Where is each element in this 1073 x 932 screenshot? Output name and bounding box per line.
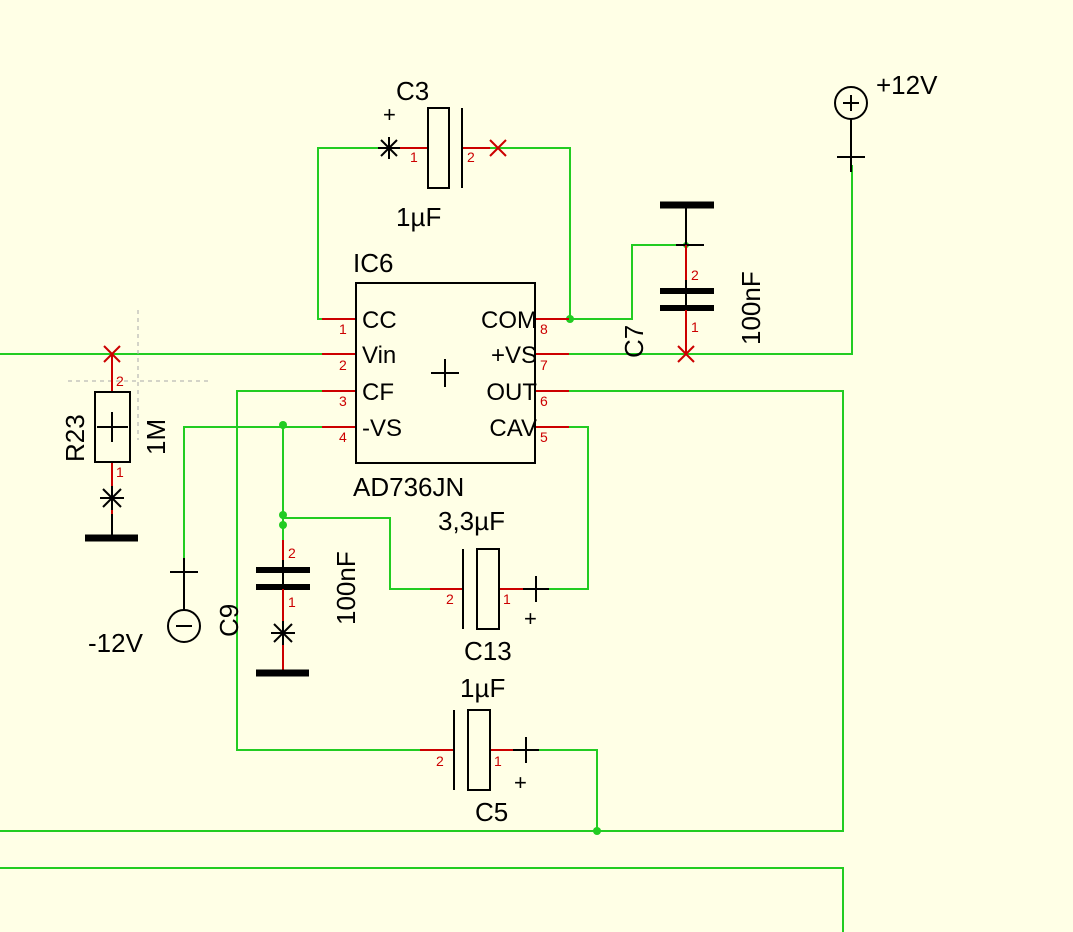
wire-cav-c13[interactable] xyxy=(540,426,589,590)
ic6-pin-name: CF xyxy=(362,379,394,406)
c7-pin-number: 1 xyxy=(691,319,699,335)
c5-ref-label: C5 xyxy=(475,797,508,827)
ic6-part-label: AD736JN xyxy=(353,472,464,502)
wire-bottom[interactable] xyxy=(0,867,844,932)
c5-value-label: 1µF xyxy=(460,673,505,703)
wire-c9-c13[interactable] xyxy=(283,517,440,590)
ic6-pin-name: +VS xyxy=(491,342,537,369)
c3-pin-number: 2 xyxy=(467,149,475,165)
r23-value-label: 1M xyxy=(141,419,171,455)
r23-resistor[interactable]: 2 1 R23 1M xyxy=(60,310,210,542)
c7-ref-label: C7 xyxy=(619,325,649,358)
polarity-mark: + xyxy=(524,606,537,631)
minus-supply-icon xyxy=(167,609,201,643)
c3-ref-label: C3 xyxy=(396,76,429,106)
junction-dot xyxy=(566,315,574,323)
supply-plus-label: +12V xyxy=(876,70,938,100)
ic6-pin-name: -VS xyxy=(362,415,402,442)
ic6-pin-name: COM xyxy=(481,307,537,334)
supply-minus-12v[interactable]: -12V xyxy=(88,558,201,658)
junction-dot xyxy=(279,521,287,529)
c9-value-label: 100nF xyxy=(331,551,361,625)
ic6-pin-name: CAV xyxy=(489,415,537,442)
ic6-pin-number: 5 xyxy=(540,429,548,445)
wires xyxy=(0,147,853,932)
wire-c5-out[interactable] xyxy=(530,749,598,831)
wire-vs-plus[interactable] xyxy=(545,165,853,355)
wire-c3-com[interactable] xyxy=(490,147,571,320)
c3-value-label: 1µF xyxy=(396,202,441,232)
ic6-pin-number: 6 xyxy=(540,393,548,409)
c13-value-label: 3,3µF xyxy=(438,506,505,536)
ic6-ref-label: IC6 xyxy=(353,248,393,278)
wire-cf-c5[interactable] xyxy=(236,390,430,751)
wire-cc-c3[interactable] xyxy=(317,147,400,320)
ic6-pin-name: OUT xyxy=(486,379,537,406)
ic6-pin-number: 2 xyxy=(339,357,347,373)
ic6-pin-number: 4 xyxy=(339,429,347,445)
c9-capacitor[interactable]: 2 1 C9 100nF xyxy=(214,540,361,677)
ic6-center-cross xyxy=(431,359,459,387)
ic6-component[interactable]: IC6 AD736JN CC Vin CF -VS COM +VS OUT CA… xyxy=(322,248,569,502)
pin-star-icon xyxy=(378,137,400,159)
c7-pin-number: 2 xyxy=(691,267,699,283)
unconnected-x-icon xyxy=(677,345,695,363)
r23-ref-label: R23 xyxy=(60,414,90,462)
ic6-pin-name: CC xyxy=(362,307,397,334)
c9-ref-label: C9 xyxy=(214,604,244,637)
junctions xyxy=(279,242,689,835)
c9-pin-number: 2 xyxy=(288,545,296,561)
c9-pin-number: 1 xyxy=(288,594,296,610)
ic6-pin-number: 1 xyxy=(339,321,347,337)
c7-capacitor[interactable]: 2 1 C7 100nF xyxy=(619,201,766,363)
junction-dot xyxy=(593,827,601,835)
polarity-mark: + xyxy=(514,770,527,795)
ic6-pin-number: 3 xyxy=(339,393,347,409)
junction-dot xyxy=(279,511,287,519)
wire-vs-minus[interactable] xyxy=(183,426,345,580)
wire-com-c7[interactable] xyxy=(570,244,686,320)
c7-value-label: 100nF xyxy=(736,271,766,345)
c13-pin-number: 1 xyxy=(503,591,511,607)
supply-minus-label: -12V xyxy=(88,628,144,658)
pin-star-icon xyxy=(271,621,295,645)
c3-capacitor[interactable]: + C3 1µF 1 2 xyxy=(378,76,507,232)
ic6-pin-name: Vin xyxy=(362,342,396,369)
c5-capacitor[interactable]: + 2 1 1µF C5 xyxy=(420,673,539,827)
c5-pin-number: 1 xyxy=(494,753,502,769)
ic6-pin-number: 7 xyxy=(540,357,548,373)
r23-pin-number: 1 xyxy=(116,464,124,480)
ic6-body[interactable] xyxy=(355,282,536,464)
c13-capacitor[interactable]: + 2 1 3,3µF C13 xyxy=(430,506,549,666)
unconnected-x-icon xyxy=(489,139,507,157)
junction-dot xyxy=(279,421,287,429)
ic6-pin-number: 8 xyxy=(540,321,548,337)
pin-star-icon xyxy=(100,486,124,510)
polarity-mark: + xyxy=(383,102,396,127)
c13-pin-number: 2 xyxy=(446,591,454,607)
r23-pin-number: 2 xyxy=(116,373,124,389)
wire-out[interactable] xyxy=(0,390,844,832)
c3-pin-number: 1 xyxy=(410,149,418,165)
c5-pin-number: 2 xyxy=(436,753,444,769)
supply-plus-12v[interactable]: +12V xyxy=(834,70,938,172)
c13-ref-label: C13 xyxy=(464,636,512,666)
unconnected-x-icon xyxy=(103,345,121,363)
